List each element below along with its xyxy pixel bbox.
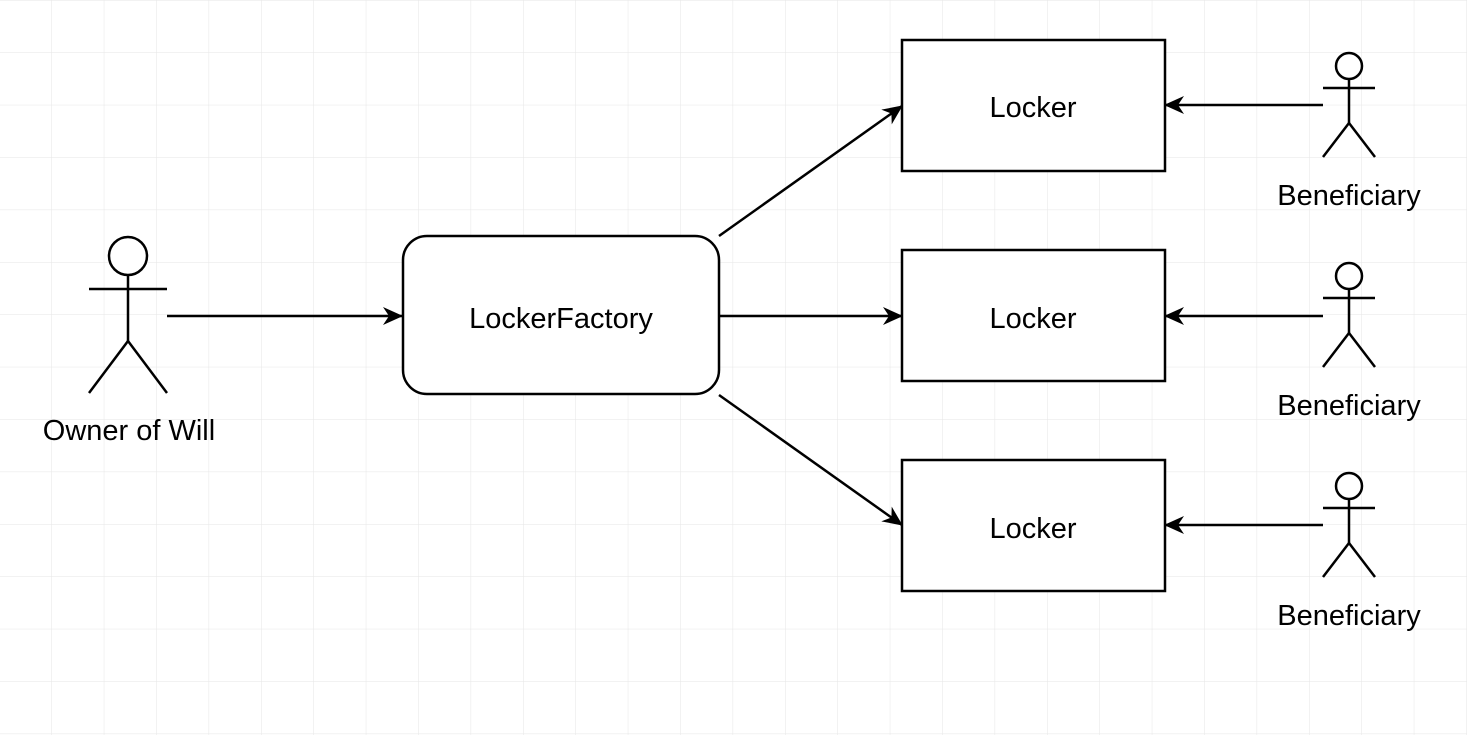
beneficiary-actor-1[interactable]: Beneficiary xyxy=(1277,51,1421,212)
locker-label: Locker xyxy=(989,303,1076,335)
locker-label: Locker xyxy=(989,92,1076,124)
beneficiary-figure-icon xyxy=(1322,471,1376,578)
beneficiary-figure-icon xyxy=(1322,51,1376,158)
owner-label: Owner of Will xyxy=(43,415,215,447)
locker-factory-node[interactable]: LockerFactory xyxy=(401,234,721,396)
owner-actor-figure-icon xyxy=(88,235,168,394)
beneficiary-figure-icon xyxy=(1322,261,1376,368)
locker-factory-label: LockerFactory xyxy=(469,303,653,335)
locker-label: Locker xyxy=(989,513,1076,545)
beneficiary-label: Beneficiary xyxy=(1277,600,1421,632)
beneficiary-actor-3[interactable]: Beneficiary xyxy=(1277,471,1421,632)
edge-factory-to-locker-1[interactable] xyxy=(718,104,903,238)
locker-node-2[interactable]: Locker xyxy=(900,248,1167,383)
locker-node-3[interactable]: Locker xyxy=(900,458,1167,593)
beneficiary-actor-2[interactable]: Beneficiary xyxy=(1277,261,1421,422)
locker-node-1[interactable]: Locker xyxy=(900,38,1167,173)
beneficiary-label: Beneficiary xyxy=(1277,180,1421,212)
beneficiary-label: Beneficiary xyxy=(1277,390,1421,422)
edge-factory-to-locker-3[interactable] xyxy=(718,393,903,527)
owner-actor[interactable]: Owner of Will xyxy=(43,235,215,447)
